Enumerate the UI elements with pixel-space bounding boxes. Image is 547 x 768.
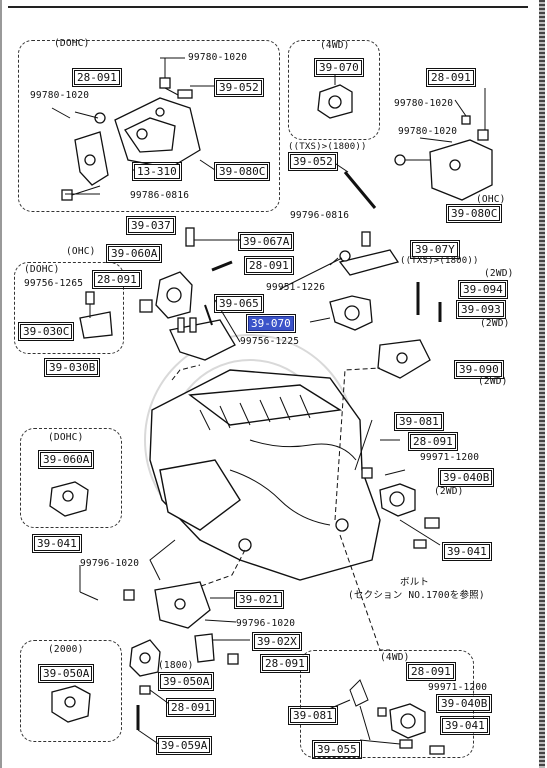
part-ref-tag[interactable]: 39-052 (214, 78, 264, 97)
right-center-mount (279, 231, 442, 379)
engine-block (149, 369, 381, 581)
group-label-2wd-b: (2WD) (480, 318, 510, 329)
part-ref-tag[interactable]: 39-081 (288, 706, 338, 725)
group-label-4wd-top: (4WD) (320, 40, 350, 51)
dohc-small-bracket (79, 291, 113, 339)
bolt-note: ボルト (400, 577, 430, 588)
group-label-dohc-small: (DOHC) (24, 264, 60, 275)
group-box-dohc-left (20, 428, 122, 528)
1800-mount (129, 639, 173, 746)
group-label-dohc-top: (DOHC) (54, 38, 90, 49)
group-label-1800: (1800) (158, 660, 194, 671)
group-label-4wd-bottom: (4WD) (380, 652, 410, 663)
part-ref-tag[interactable]: 39-094 (458, 280, 508, 299)
center-mount-assembly (139, 227, 241, 361)
part-ref-tag[interactable]: 28-091 (426, 68, 476, 87)
part-ref-tag[interactable]: 39-065 (214, 294, 264, 313)
part-ref-tag[interactable]: 28-091 (244, 256, 294, 275)
part-ref-tag[interactable]: 39-055 (312, 740, 362, 759)
part-ref-tag[interactable]: 39-080C (445, 204, 503, 223)
part-ref-tag[interactable]: 39-07Y (410, 240, 460, 259)
part-ref-tag[interactable]: 39-067A (237, 232, 295, 251)
group-label-2wd-d: (2WD) (434, 486, 464, 497)
part-ref-tag[interactable]: 39-041 (32, 534, 82, 553)
2000-mount (51, 685, 91, 723)
part-ref-tag[interactable]: 39-040B (435, 694, 493, 713)
part-ref-tag[interactable]: 28-091 (92, 270, 142, 289)
part-ref-tag[interactable]: 39-050A (37, 664, 95, 683)
page-edge-left (0, 0, 2, 768)
section-reference-note: (セクション NO.1700を参照) (348, 590, 485, 601)
part-number-label: 99796-1020 (80, 558, 140, 569)
part-ref-tag[interactable]: 39-060A (105, 244, 163, 263)
part-ref-tag[interactable]: 39-021 (234, 590, 284, 609)
part-ref-tag[interactable]: 39-081 (394, 412, 444, 431)
lower-center-bracket (79, 565, 250, 665)
part-ref-tag[interactable]: 28-091 (260, 654, 310, 673)
part-ref-tag[interactable]: 39-093 (456, 300, 506, 319)
part-ref-tag[interactable]: 28-091 (406, 662, 456, 681)
part-ref-tag[interactable]: 13-310 (132, 162, 182, 181)
group-label-dohc-left: (DOHC) (48, 432, 84, 443)
group-label-txs-1800-mid: ((TXS)>(1800)) (400, 256, 479, 266)
page-edge-right (539, 0, 545, 768)
part-number-label: 99780-1020 (188, 52, 248, 63)
part-number-label: 99756-1265 (24, 278, 84, 289)
part-number-label: 99780-1020 (394, 98, 454, 109)
part-ref-tag[interactable]: 39-041 (440, 716, 490, 735)
part-number-label: 99971-1200 (428, 682, 488, 693)
part-ref-tag[interactable]: 28-091 (408, 432, 458, 451)
part-number-label: 99951-1226 (266, 282, 326, 293)
page-rule-top (8, 6, 528, 8)
part-number-label: 99780-1020 (398, 126, 458, 137)
4wd-mount-top (317, 72, 353, 119)
group-label-2wd-c: (2WD) (478, 376, 508, 387)
part-ref-tag[interactable]: 28-091 (166, 698, 216, 717)
group-box-dohc-small (14, 262, 124, 354)
group-label-2000: (2000) (48, 644, 84, 655)
group-box-4wd-top (288, 40, 380, 140)
part-ref-tag[interactable]: 39-080C (213, 162, 271, 181)
part-ref-tag[interactable]: 39-030B (43, 358, 101, 377)
part-ref-tag[interactable]: 39-060A (37, 450, 95, 469)
part-ref-tag[interactable]: 39-090 (454, 360, 504, 379)
part-ref-tag[interactable]: 39-030C (17, 322, 75, 341)
part-number-label: 99780-1020 (30, 90, 90, 101)
part-ref-tag[interactable]: 39-070 (314, 58, 364, 77)
part-ref-tag[interactable]: 39-059A (155, 736, 213, 755)
part-ref-tag[interactable]: 39-037 (126, 216, 176, 235)
2wd-lower-mount (354, 419, 441, 549)
group-label-txs-1800-top: ((TXS)>(1800)) (288, 142, 367, 152)
part-ref-tag[interactable]: 39-041 (442, 542, 492, 561)
4wd-bottom-mount (321, 679, 445, 755)
group-label-ohc-right: (OHC) (476, 194, 506, 205)
ohc-right-bracket (394, 88, 493, 201)
part-ref-tag[interactable]: 39-050A (157, 672, 215, 691)
group-label-ohc-mid: (OHC) (66, 246, 96, 257)
part-number-label: 99756-1225 (240, 336, 300, 347)
group-label-2wd-a: (2WD) (484, 268, 514, 279)
dohc-left-mount (49, 481, 89, 517)
part-ref-tag[interactable]: 39-040B (437, 468, 495, 487)
part-number-label: 99786-0816 (130, 190, 190, 201)
group-box-dohc-top (18, 40, 280, 212)
part-ref-tag[interactable]: 39-052 (288, 152, 338, 171)
part-ref-tag[interactable]: 28-091 (72, 68, 122, 87)
group-box-2000 (20, 640, 122, 742)
part-number-label: 99796-0816 (290, 210, 350, 221)
part-ref-tag-highlighted[interactable]: 39-070 (246, 314, 296, 333)
part-number-label: 99796-1020 (236, 618, 296, 629)
part-ref-tag[interactable]: 39-02X (252, 632, 302, 651)
part-number-label: 99971-1200 (420, 452, 480, 463)
